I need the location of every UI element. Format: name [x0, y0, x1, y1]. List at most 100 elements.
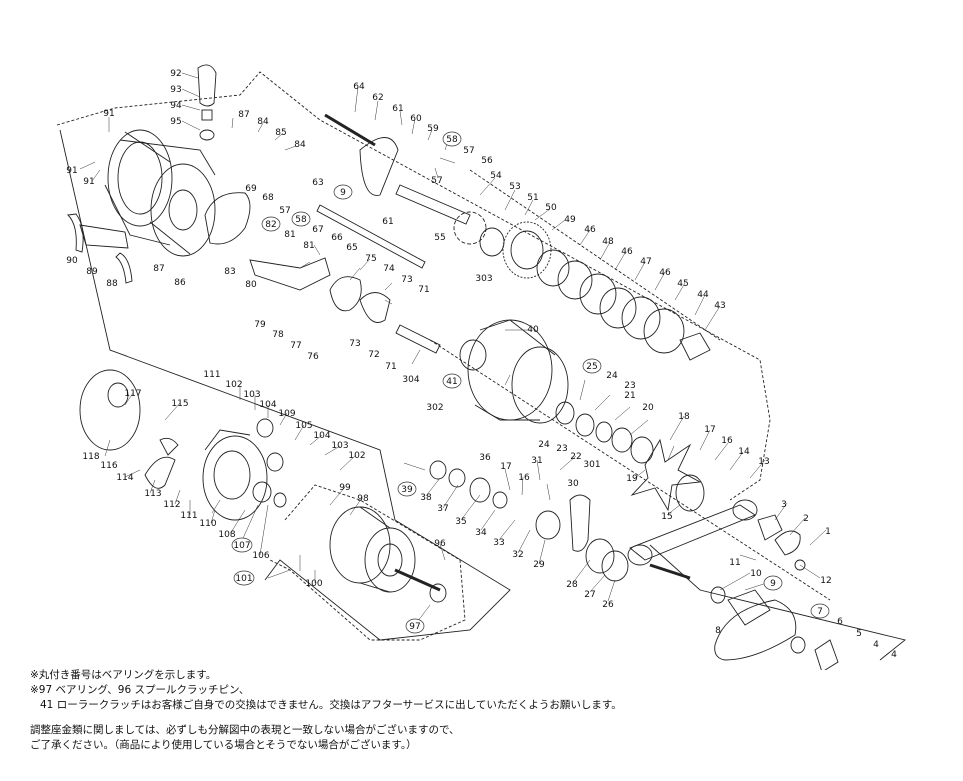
part-65: 65	[346, 243, 357, 253]
part-37: 37	[437, 504, 448, 514]
part-78: 78	[272, 330, 284, 340]
part-115: 115	[171, 399, 188, 409]
part-91a: 91	[103, 109, 114, 119]
part-15: 15	[661, 512, 672, 522]
exploded-parts-diagram: 1 2 3 4 4 5 6 7 8 9 9 10 11 12 13 14 15 …	[56, 64, 906, 670]
clutch-cam	[359, 292, 391, 323]
side-cover-left	[67, 213, 84, 253]
part-17b: 17	[500, 462, 511, 472]
part-89: 89	[86, 267, 98, 277]
part-106: 106	[252, 551, 269, 561]
part-46b: 46	[621, 247, 633, 257]
part-61a: 61	[392, 104, 403, 114]
part-12: 12	[820, 576, 831, 586]
part-3: 3	[781, 500, 787, 510]
part-25: 25	[586, 362, 597, 372]
part-30: 30	[567, 479, 579, 489]
part-61b: 61	[382, 217, 393, 227]
clutch-bar	[79, 224, 129, 249]
part-97: 97	[409, 622, 420, 632]
part-39: 39	[401, 485, 413, 495]
part-41: 41	[446, 377, 457, 387]
part-93: 93	[170, 85, 181, 95]
part-104a: 104	[259, 400, 276, 410]
part-47: 47	[640, 257, 651, 267]
part-77: 77	[290, 341, 301, 351]
drag-washer-53	[479, 227, 505, 257]
levelwind-pin	[201, 109, 213, 121]
part-108: 108	[218, 530, 235, 540]
star-drag	[453, 211, 487, 245]
cast-control-lever	[144, 456, 176, 489]
note-washers-1: 調整座金類に関しましては、必ずしも分解図中の表現と一致しない場合がございますので…	[30, 724, 460, 736]
part-76: 76	[307, 352, 319, 362]
part-107: 107	[233, 541, 250, 551]
part-4a: 4	[873, 640, 879, 650]
part-84a: 84	[257, 117, 269, 127]
knob-cap	[814, 639, 839, 670]
part-14: 14	[738, 447, 750, 457]
part-86: 86	[174, 278, 186, 288]
part-302: 302	[426, 403, 443, 413]
note-bearing: ※丸付き番号はベアリングを示します。	[30, 669, 217, 681]
part-96: 96	[434, 539, 446, 549]
part-11: 11	[729, 558, 740, 568]
part-83: 83	[224, 267, 235, 277]
part-74: 74	[383, 264, 395, 274]
footnotes: ※丸付き番号はベアリングを示します。 ※97 ベアリング、96 スプールクラッチ…	[30, 668, 950, 753]
drag-washer-46c	[621, 296, 661, 340]
clutch-lever	[569, 494, 591, 552]
part-62: 62	[372, 93, 383, 103]
handle-arm	[629, 504, 756, 561]
part-35: 35	[455, 517, 466, 527]
part-24a: 24	[606, 371, 618, 381]
part-111b: 111	[180, 511, 197, 521]
note-washers-2: ご了承ください。（商品により使用している場合とそうでない場合がございます。）	[30, 739, 417, 751]
part-103a: 103	[243, 390, 260, 400]
main-axis	[429, 339, 831, 601]
frame-group-outline	[56, 71, 771, 501]
part-99: 99	[339, 483, 351, 493]
drive-axis	[469, 169, 721, 341]
part-92: 92	[170, 69, 181, 79]
side-plate	[202, 429, 268, 521]
part-73a: 73	[401, 275, 412, 285]
part-59: 59	[427, 124, 439, 134]
part-69: 69	[245, 184, 257, 194]
part-38: 38	[420, 493, 432, 503]
note-service-1: ※97 ベアリング、96 スプールクラッチピン、	[30, 684, 250, 696]
worm-shaft	[316, 204, 426, 269]
note-service-2: 41 ローラークラッチはお客様ご自身での交換はできません。交換はアフターサービス…	[40, 699, 622, 711]
part-90: 90	[66, 256, 78, 266]
part-54: 54	[490, 171, 502, 181]
drag-star	[630, 438, 702, 512]
part-104b: 104	[313, 431, 330, 441]
part-13: 13	[758, 457, 769, 467]
part-301: 301	[583, 460, 600, 470]
part-48: 48	[602, 237, 614, 247]
part-4b: 4	[891, 650, 897, 660]
part-8: 8	[715, 626, 721, 636]
part-34: 34	[475, 528, 487, 538]
part-10: 10	[750, 569, 762, 579]
part-58b: 58	[295, 215, 307, 225]
part-5: 5	[856, 629, 862, 639]
part-81a: 81	[284, 230, 295, 240]
drag-washer-47	[599, 287, 637, 329]
part-23b: 23	[556, 444, 567, 454]
part-109: 109	[278, 409, 295, 419]
part-80: 80	[245, 280, 257, 290]
pinion-gear	[395, 324, 441, 354]
levelwind-rod	[324, 113, 376, 147]
spool-bearing	[429, 583, 447, 603]
part-91b: 91	[66, 166, 77, 176]
part-23a: 23	[624, 381, 635, 391]
part-103b: 103	[331, 441, 348, 451]
spool-group-outline	[269, 484, 466, 641]
spool	[329, 506, 416, 593]
drag-washer-46a	[557, 260, 593, 300]
part-85: 85	[275, 128, 286, 138]
part-102a: 102	[225, 380, 242, 390]
part-117: 117	[124, 389, 141, 399]
handle-shaft	[649, 563, 691, 580]
